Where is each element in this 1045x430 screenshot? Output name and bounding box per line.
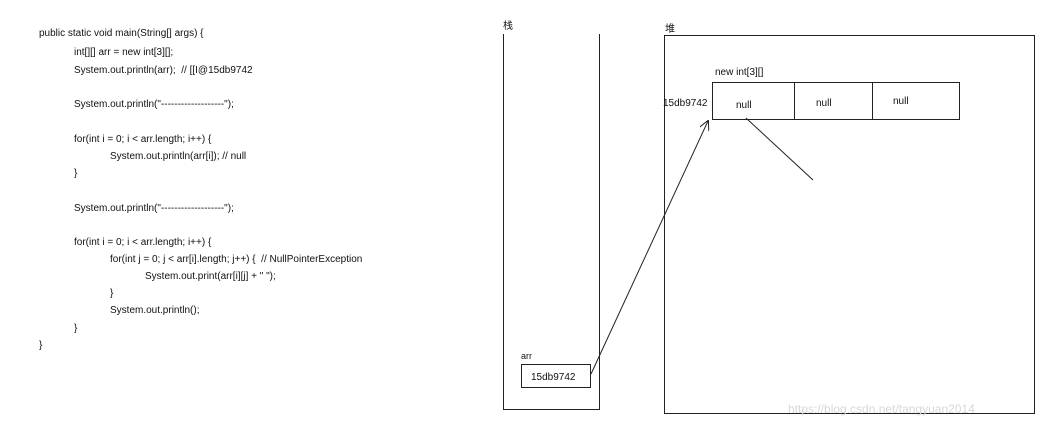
code-line: for(int i = 0; i < arr.length; i++) {: [74, 237, 212, 248]
array-cell-value: null: [893, 96, 909, 107]
code-line: }: [39, 340, 43, 351]
heap-array-address: 15db9742: [663, 98, 708, 109]
code-line: for(int j = 0; j < arr[i].length; j++) {…: [110, 254, 363, 265]
array-cell-value: null: [736, 100, 752, 111]
array-cell-value: null: [816, 98, 832, 109]
code-line: for(int i = 0; i < arr.length; i++) {: [74, 134, 212, 145]
arr-variable-box: [521, 364, 591, 388]
arr-variable-label: arr: [521, 351, 532, 361]
code-line: }: [110, 288, 114, 299]
reference-arrow: [590, 121, 708, 375]
stack-frame: [503, 34, 600, 410]
array-type-label: new int[3][]: [715, 67, 764, 78]
arr-variable-value: 15db9742: [531, 372, 576, 383]
heap-frame: [664, 35, 1035, 414]
code-line: }: [74, 323, 78, 334]
code-line: System.out.println("-------------------"…: [74, 99, 234, 110]
code-line: System.out.print(arr[i][j] + " ");: [145, 271, 276, 282]
heap-label: 堆: [665, 23, 675, 35]
watermark: https://blog.csdn.net/tangyuan2014: [788, 402, 975, 416]
code-line: }: [74, 168, 78, 179]
code-line: System.out.println(arr); // [[I@15db9742: [74, 65, 253, 76]
code-line: System.out.println("-------------------"…: [74, 203, 234, 214]
cell-reference-line: [745, 117, 814, 181]
heap-array-box: [712, 82, 960, 120]
code-line: public static void main(String[] args) {: [39, 28, 204, 39]
stack-label: 栈: [503, 19, 513, 32]
code-line: int[][] arr = new int[3][];: [74, 47, 174, 58]
code-line: System.out.println(arr[i]); // null: [110, 151, 247, 162]
code-line: System.out.println();: [110, 305, 200, 316]
